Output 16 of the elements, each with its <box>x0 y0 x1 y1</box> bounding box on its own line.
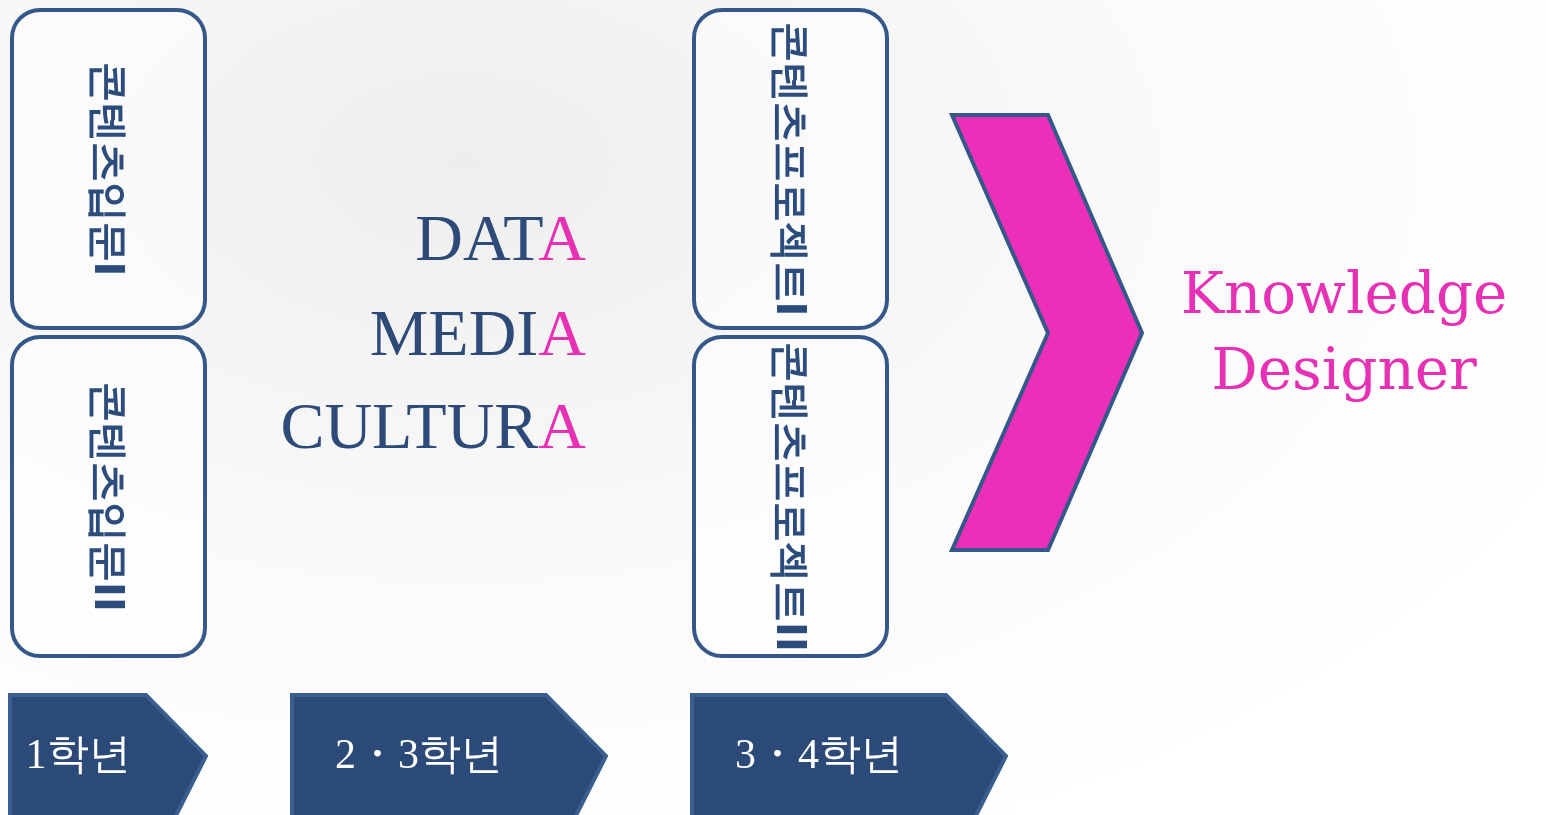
course-name: 콘텐츠입문II <box>88 381 129 612</box>
course-name: 콘텐츠프로젝트II <box>770 341 811 652</box>
keyword: MEDIA <box>369 295 586 371</box>
course-box <box>10 335 207 658</box>
year-label: 1학년 <box>25 730 131 779</box>
goal-text: Knowledge Designer <box>1179 258 1509 405</box>
course-box <box>10 8 207 330</box>
year-label: 2・3학년 <box>335 730 503 779</box>
course-box <box>692 335 889 658</box>
keyword: CULTURA <box>280 388 586 464</box>
keyword: DATA <box>415 200 586 276</box>
course-box <box>692 8 889 330</box>
course-name: 콘텐츠프로젝트I <box>770 21 811 317</box>
course-name: 콘텐츠입문I <box>88 61 129 277</box>
year-label: 3・4학년 <box>735 730 903 779</box>
chevron-arrow <box>948 113 1145 552</box>
